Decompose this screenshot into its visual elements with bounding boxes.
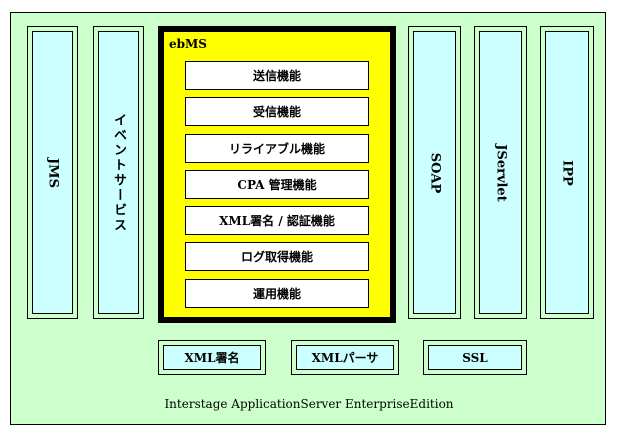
column-soap: SOAP [408,26,461,319]
function-log: ログ取得機能 [185,242,369,271]
column-jms: JMS [27,26,78,319]
column-label: JServlet [493,143,508,202]
function-send: 送信機能 [185,61,369,90]
column-event-service: イベントサービス [93,26,144,319]
component-ssl: SSL [423,340,527,375]
component-xml-signature: XML署名 [158,340,266,375]
column-label: イベントサービス [111,112,126,233]
function-xml-signature-auth: XML署名 / 認証機能 [185,206,369,235]
product-name: Interstage ApplicationServer EnterpriseE… [164,397,454,411]
column-jservlet: JServlet [474,26,527,319]
column-label: SOAP [427,152,442,193]
column-label: IPP [559,159,575,186]
ebms-title: ebMS [169,37,207,51]
column-ipp: IPP [540,26,594,319]
column-label: JMS [45,157,60,188]
function-reliable: リライアブル機能 [185,134,369,163]
function-operation: 運用機能 [185,279,369,308]
component-xml-parser: XMLパーサ [291,340,399,375]
ebms-block: ebMS 送信機能 受信機能 リライアブル機能 CPA 管理機能 XML署名 /… [158,26,396,323]
function-receive: 受信機能 [185,97,369,126]
function-cpa: CPA 管理機能 [185,170,369,199]
